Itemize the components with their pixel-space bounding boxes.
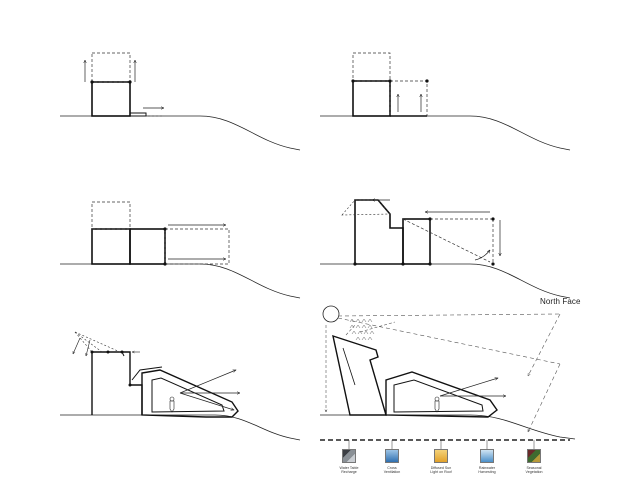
legend-label: Cross Ventilation [383, 466, 401, 475]
terrain-line [60, 263, 301, 299]
corner-node [128, 383, 132, 387]
volume-ghost [91, 52, 131, 83]
panel-2-extend-volume [320, 52, 571, 151]
corner-node [90, 80, 94, 84]
diffused-sunlight-icon [434, 449, 448, 463]
corner-node [388, 79, 392, 83]
legend-label: Seasonal Vegetation [525, 466, 543, 475]
corner-node [401, 262, 405, 266]
sun-ray [74, 331, 93, 353]
legend-label: Diffused Sun Light on Roof [430, 466, 452, 475]
down-arrow [72, 337, 81, 354]
terrain-line [320, 263, 571, 299]
sun-icon [322, 305, 340, 323]
volume-ghost [389, 80, 428, 117]
volume-ghost [402, 218, 491, 263]
corner-node [491, 217, 495, 221]
main-volume [332, 334, 387, 416]
sun-ray [527, 363, 561, 432]
legend-item: Rainwater Harvesting [464, 449, 510, 475]
terrain-line [320, 414, 576, 440]
person-icon [434, 396, 440, 413]
tube-inner [151, 377, 225, 413]
legend-item: Cross Ventilation [369, 449, 415, 475]
volume-solid [91, 81, 131, 117]
main-volume [91, 351, 143, 415]
tube-outer-edge [131, 366, 163, 381]
vegetation-marks [349, 318, 375, 341]
panel-6-climate-strategy [320, 305, 576, 440]
volume-solid [354, 199, 404, 265]
main-volume-inner [342, 347, 356, 386]
corner-node [128, 80, 132, 84]
legend-item: Diffused Sun Light on Roof [418, 449, 464, 475]
rainwater-harvesting-icon [480, 449, 494, 463]
panel-4-tilt-roof [320, 199, 571, 299]
volume-solid [129, 228, 166, 265]
volume-ghost [164, 228, 230, 265]
corner-node [163, 262, 167, 266]
panel-5-carve-form [60, 331, 301, 441]
sun-ray [74, 331, 103, 353]
down-arrow [86, 339, 91, 356]
water-table-icon [342, 449, 356, 463]
seasonal-vegetation-icon [527, 449, 541, 463]
panel-1-lift-volume [60, 52, 301, 151]
corner-node [428, 217, 432, 221]
cross-ventilation-icon [385, 449, 399, 463]
corner-node [491, 262, 495, 266]
wind-line [359, 321, 396, 333]
rotate-arrow [474, 250, 490, 261]
legend-label: Water Table Recharge [339, 466, 359, 475]
wind-line [345, 323, 357, 336]
volume-ghost [352, 52, 391, 82]
legend-label: Rainwater Harvesting [478, 466, 496, 475]
tube-inner [393, 379, 484, 413]
corner-node [353, 262, 357, 266]
ground-water-strip [320, 439, 570, 449]
legend-item: Seasonal Vegetation [511, 449, 557, 475]
legend-item: Water Table Recharge [326, 449, 372, 475]
tube-volume [385, 371, 498, 418]
corner-node [351, 79, 355, 83]
volume-solid [91, 228, 131, 265]
sun-ray [74, 331, 121, 353]
corner-node [120, 350, 124, 354]
light-arrow [439, 378, 498, 397]
ground-slab [129, 112, 147, 117]
sun-ray [527, 313, 561, 376]
corner-node [425, 79, 429, 83]
volume-ghost [91, 201, 131, 230]
sun-ray [337, 317, 561, 365]
panel-3-slide-volume [60, 201, 301, 299]
light-arrow [179, 370, 236, 394]
terrain-line [60, 115, 301, 151]
north-face-label: North Face [540, 297, 581, 306]
terrain-line [60, 414, 301, 441]
person-icon [169, 396, 175, 413]
terrain-line [320, 115, 571, 151]
corner-node [90, 350, 94, 354]
corner-node [163, 227, 167, 231]
corner-node [106, 350, 110, 354]
roof-ghost [341, 199, 391, 216]
light-arrow [179, 392, 234, 410]
volume-solid [402, 218, 431, 265]
sun-ray [337, 313, 561, 317]
tube-volume [141, 369, 239, 418]
corner-node [428, 262, 432, 266]
volume-solid [352, 80, 391, 117]
